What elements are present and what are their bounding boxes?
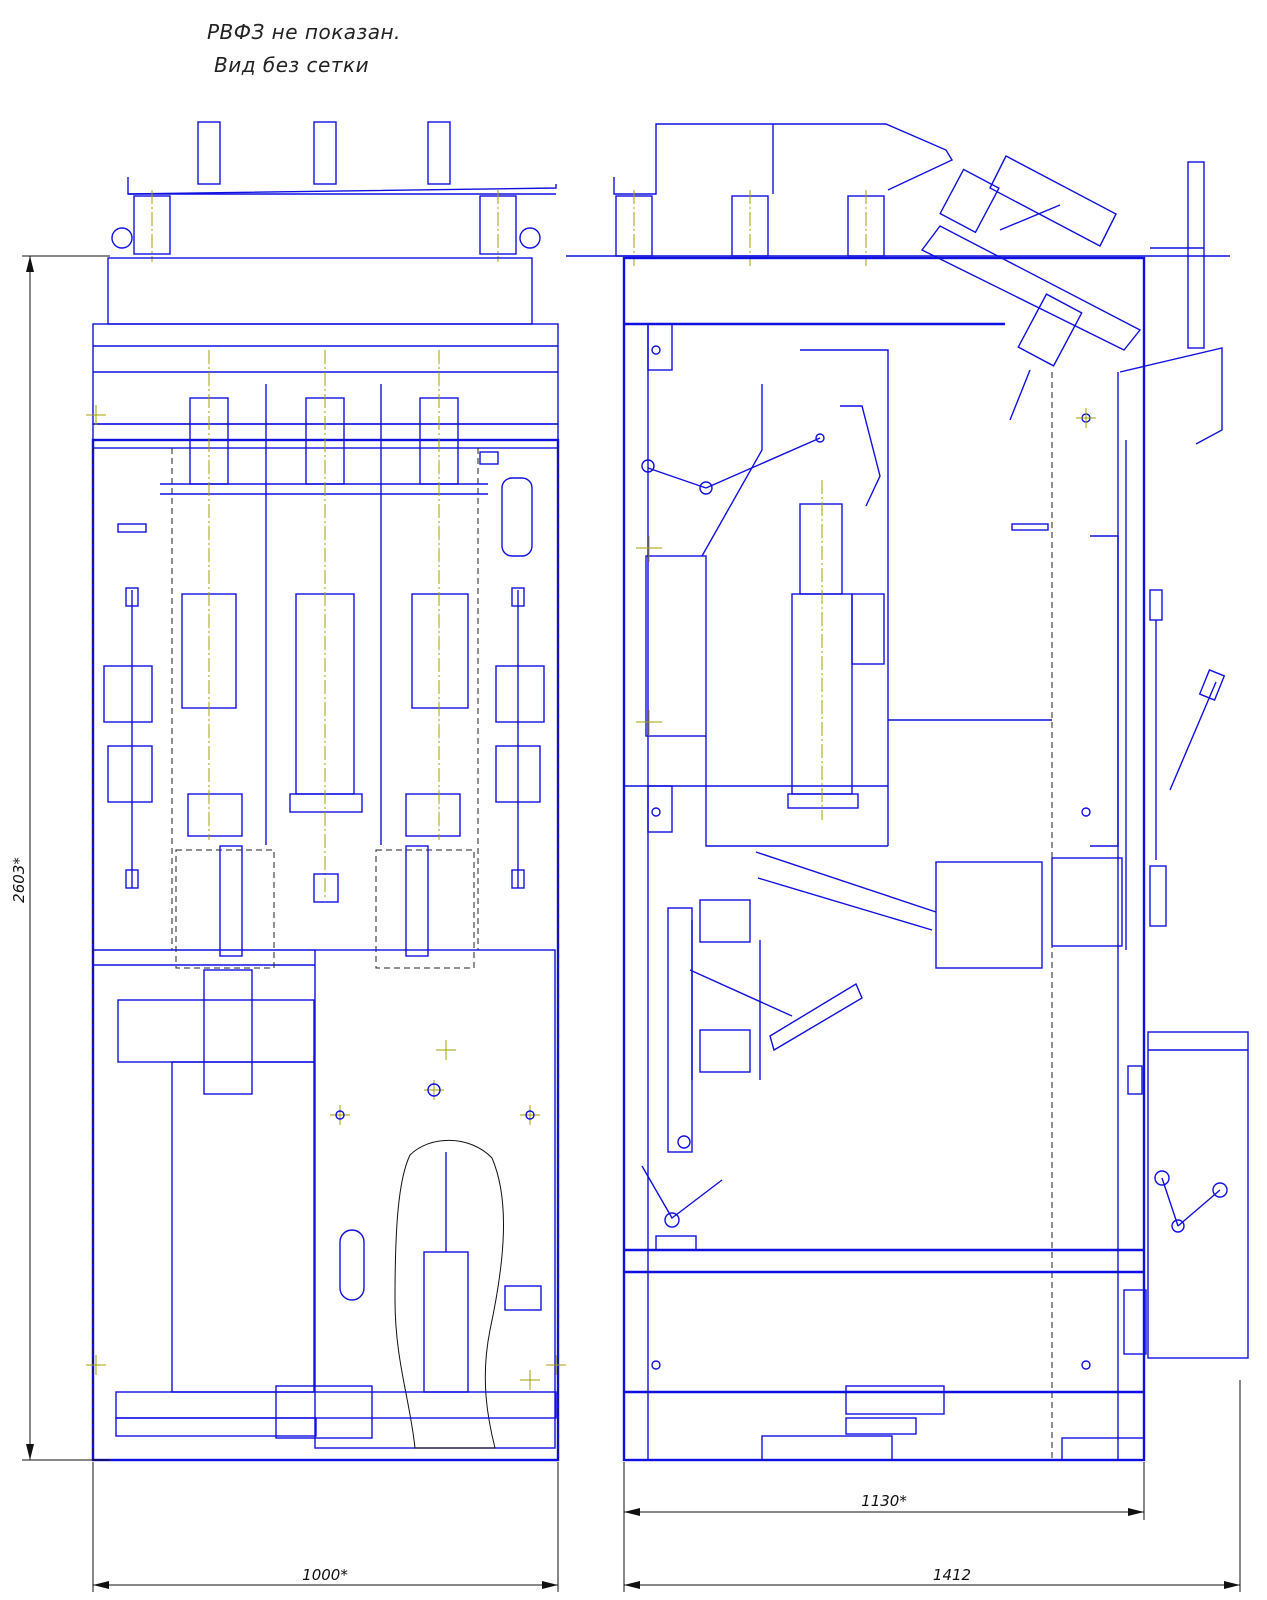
- dimension-width-front: 1000*: [92, 1462, 559, 1592]
- side-centermarks: [636, 345, 1096, 1370]
- front-view: [86, 121, 566, 1462]
- side-bottom-stand: [641, 1065, 1147, 1461]
- front-centermarks: [86, 405, 566, 1390]
- side-external-parts: [1147, 589, 1249, 1359]
- side-view: [566, 123, 1249, 1462]
- front-top-bracket: [127, 121, 557, 195]
- front-lower-door: [115, 949, 557, 1449]
- dimension-height-front: 2603*: [10, 255, 110, 1461]
- dimension-label-1000: 1000*: [302, 1566, 348, 1584]
- dimension-label-2603: 2603*: [10, 857, 28, 903]
- front-details: [103, 451, 545, 969]
- note-view-without-mesh: Вид без сетки: [214, 53, 370, 77]
- side-inclined-disconnector: [920, 155, 1223, 445]
- side-cabinet-frame: [622, 256, 1146, 1462]
- dimension-depth-inner: 1130*: [623, 1462, 1145, 1592]
- note-rvfz-not-shown: РВФЗ не показан.: [207, 20, 401, 44]
- front-top-insulators: [111, 190, 541, 262]
- dimension-label-1130: 1130*: [861, 1492, 907, 1510]
- dimension-label-1412: 1412: [933, 1566, 971, 1584]
- front-poles: [160, 350, 488, 903]
- side-top-busbar: [566, 123, 1230, 266]
- dimension-depth-overall: 1412: [624, 1380, 1241, 1592]
- side-interior: [641, 349, 1119, 847]
- side-lower-drive: [667, 851, 1167, 1153]
